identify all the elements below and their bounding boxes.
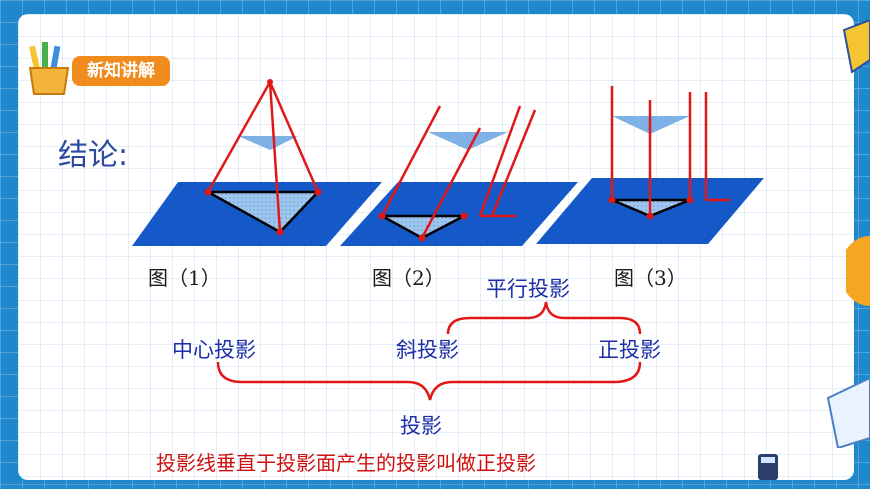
parallel-projection-brace [446,301,642,335]
central-projection-label: 中心投影 [172,338,256,362]
figure-2-object [428,132,508,150]
figure-2-plane [340,182,578,246]
figure-1-light-source [267,79,273,85]
figure-1-object [238,136,298,150]
conclusion-heading: 结论: [58,138,129,173]
projection-label: 投影 [400,414,442,438]
orthographic-projection-label: 正投影 [598,338,661,362]
pencil-cup-icon [28,42,70,95]
figure-3-orthographic-projection [536,86,764,244]
protractor-decoration-icon [846,236,870,306]
figure-2-label: 图（2） [372,266,445,290]
figure-1-label: 图（1） [148,266,221,290]
section-badge: 新知讲解 [72,56,170,86]
slide-canvas [18,14,854,480]
figure-1-central-projection [132,79,382,246]
figure-2-shadow [381,214,465,240]
projection-brace [216,361,642,401]
ruler-decoration-icon [842,20,870,74]
figure-2-oblique-projection [340,105,578,246]
book-decoration-icon [826,378,870,448]
definition-text: 投影线垂直于投影面产生的投影叫做正投影 [156,451,536,475]
calculator-decoration-icon [758,454,778,480]
oblique-projection-label: 斜投影 [396,338,459,362]
parallel-projection-label: 平行投影 [486,277,570,301]
figure-3-label: 图（3） [614,266,687,290]
figure-1-shadow [203,190,321,234]
